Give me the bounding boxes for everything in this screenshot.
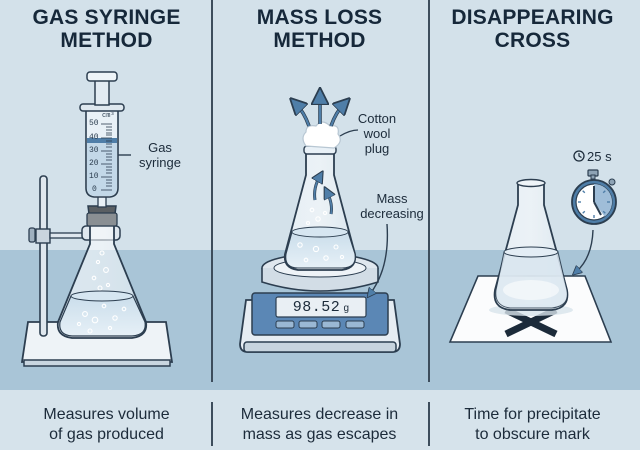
panel-title-gas-syringe: GAS SYRINGE METHOD [0,6,213,52]
balance-unit: g [343,303,350,315]
timer-value: 25 s [587,149,612,164]
caption-mass-loss: Measures decrease in mass as gas escapes [213,405,426,445]
syringe-tick-label: 50 [89,119,99,128]
caption-line: of gas produced [49,426,164,443]
title-line: GAS SYRINGE [32,6,181,29]
mass-decreasing-label: Mass decreasing [354,191,430,221]
syringe-tick-label: 10 [89,172,99,181]
timer-label: 25 s [587,149,612,164]
label-line: decreasing [360,206,424,221]
balance-display: 98.52 g [276,297,366,317]
syringe-tick-label: 30 [89,146,99,155]
disappearing-cross-apparatus [448,150,617,343]
label-line: syringe [139,155,181,170]
caption-gas-syringe: Measures volume of gas produced [0,405,213,445]
mass-loss-apparatus [239,96,401,353]
label-line: wool [363,126,391,141]
gas-syringe-apparatus [20,71,174,367]
panel-title-mass-loss: MASS LOSS METHOD [213,6,426,52]
label-line: plug [364,141,390,156]
label-line: Cotton [357,111,397,126]
apparatus-illustration [20,71,617,367]
panel-title-disappearing-cross: DISAPPEARING CROSS [426,6,639,52]
divider-left-lower [211,402,213,446]
caption-line: Measures volume [43,406,170,423]
title-line: DISAPPEARING [451,6,614,29]
label-line: Mass [376,191,408,206]
syringe-unit: cm³ [102,112,115,120]
title-line: CROSS [494,29,571,52]
divider-right-upper [428,0,430,382]
caption-band [0,390,640,450]
divider-right-lower [428,402,430,446]
caption-line: mass as gas escapes [242,426,397,443]
title-line: METHOD [273,29,366,52]
syringe-tick-label: 0 [92,185,97,194]
caption-disappearing-cross: Time for precipitate to obscure mark [426,405,639,445]
balance-reading: 98.52 [292,298,341,316]
caption-line: Measures decrease in [240,406,399,423]
cotton-wool-plug-label: Cotton wool plug [352,111,402,156]
title-line: MASS LOSS [256,6,383,29]
syringe-tick-label: 40 [89,133,99,142]
gas-syringe-label: Gas syringe [130,140,190,170]
label-line: Gas [148,140,172,155]
caption-line: Time for precipitate [464,406,601,423]
syringe-tick-label: 20 [89,159,99,168]
title-line: METHOD [60,29,153,52]
clock-icon [573,150,585,162]
caption-line: to obscure mark [475,426,590,443]
divider-left-upper [211,0,213,382]
